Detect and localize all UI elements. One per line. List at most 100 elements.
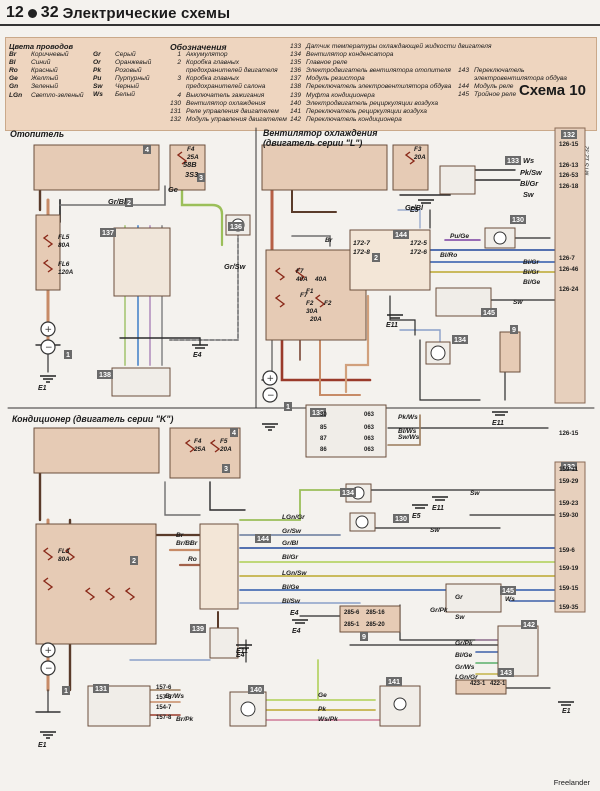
motor-icon: [240, 701, 256, 717]
component-number: 131: [93, 684, 109, 693]
footer-model: Freelander: [553, 778, 590, 787]
motor-icon: [430, 345, 446, 361]
wire: [291, 235, 331, 247]
connector-label: 159-11: [559, 466, 578, 473]
wire-label: Bl/Ge: [455, 652, 473, 659]
color-code: Pk: [93, 67, 102, 75]
fuse-label: FL3: [58, 548, 70, 555]
wire-label: Sw: [470, 490, 480, 497]
module-132-lower: [554, 461, 586, 613]
color-name: Красный: [31, 67, 58, 75]
designation-text: предохранителей двигателя: [186, 67, 278, 75]
wire-label: Pk: [318, 706, 327, 713]
fuse-box-2: [35, 214, 61, 291]
fuse-label: FL6: [58, 261, 70, 268]
connector-9: [339, 605, 401, 633]
code-label: 063: [364, 447, 375, 453]
fuse-label: F2: [324, 300, 332, 307]
wire-label: Br/Bl: [176, 540, 192, 547]
wire-label: Gr/Bl: [108, 197, 127, 206]
color-name: Белый: [115, 91, 135, 99]
component-number: 9: [360, 632, 368, 641]
designation-text: Аккумулятор: [186, 51, 228, 59]
code-label: 423-1: [470, 681, 486, 687]
designation-text: Выключатель зажигания: [186, 91, 265, 99]
wire: [209, 481, 246, 511]
fuse-label: 80A: [58, 556, 70, 563]
designation-number: 1: [177, 51, 181, 59]
component-number: 130: [510, 215, 526, 224]
wire-label: 172-6: [410, 249, 427, 256]
component-number: 3: [222, 464, 230, 473]
ground-label: E11: [236, 648, 248, 655]
module-132-upper: [554, 127, 586, 404]
wire-label: Br: [325, 237, 333, 244]
wire-label: LGn/Sw: [282, 570, 307, 577]
designation-number: 131: [170, 107, 182, 115]
wire-label: Pu/Ge: [450, 233, 470, 240]
relay-module-144: [199, 523, 239, 610]
battery-plus-icon: [262, 370, 278, 386]
wire-label: Sw: [523, 190, 534, 199]
component-number: 4: [230, 428, 238, 437]
code-label: 422-1: [490, 681, 506, 687]
wire-label: Pk/Ws: [398, 414, 418, 421]
designation-number: 139: [290, 91, 302, 99]
section-ac: Кондиционер (двигатель серии "K"): [12, 414, 174, 424]
component-number: 1: [284, 402, 292, 411]
color-name: Серый: [115, 51, 136, 58]
component-number: 2: [130, 556, 138, 565]
designation-text: Муфта кондиционера: [306, 91, 375, 99]
connector-label: 159-6: [559, 547, 575, 554]
code-label: 30: [320, 412, 327, 418]
minus-symbol: −: [45, 343, 53, 353]
wire-label: Bl/Sw: [282, 598, 300, 605]
wire-label: Ge: [318, 692, 327, 699]
component-number: 4: [143, 145, 151, 154]
designation-row: предохранителей салона: [170, 83, 287, 91]
component-number: 1: [64, 350, 72, 359]
wire-label: Bl/Ws: [398, 428, 417, 435]
connector-label: 126-53: [559, 172, 579, 179]
wire: [239, 489, 361, 521]
battery-minus-icon: [40, 660, 56, 676]
connector-label: 126-15: [559, 430, 579, 437]
wire-label: Gr/Sw: [282, 528, 302, 535]
wire-label: Gr/Bl: [282, 540, 299, 547]
connector-label: 159-15: [559, 585, 579, 592]
minus-symbol: −: [267, 391, 275, 401]
designation-number: 137: [290, 75, 302, 83]
code-label: 285-6: [344, 610, 360, 616]
wire: [419, 339, 481, 401]
fuse-label: 25A: [187, 154, 199, 161]
wire-label: 172-7: [353, 240, 370, 247]
ground-label: E4: [292, 628, 301, 635]
color-code: Gn: [9, 83, 19, 91]
wire: [164, 481, 201, 516]
fuse-label: 25A: [194, 446, 206, 453]
wire: [387, 414, 421, 446]
fuse-label: 120A: [58, 269, 74, 276]
fuse-label: 40A: [315, 276, 327, 283]
section-heater: Отопитель: [10, 129, 65, 139]
designation-number: 140: [290, 99, 302, 107]
code-label: 86: [320, 447, 327, 453]
designation-number: 142: [290, 115, 302, 123]
wire-label: Bl/Gr: [520, 179, 539, 188]
fuse-label: F4: [187, 146, 195, 153]
color-name: Оранжевый: [115, 59, 152, 67]
wire-label: Sw/Ws: [398, 434, 420, 441]
